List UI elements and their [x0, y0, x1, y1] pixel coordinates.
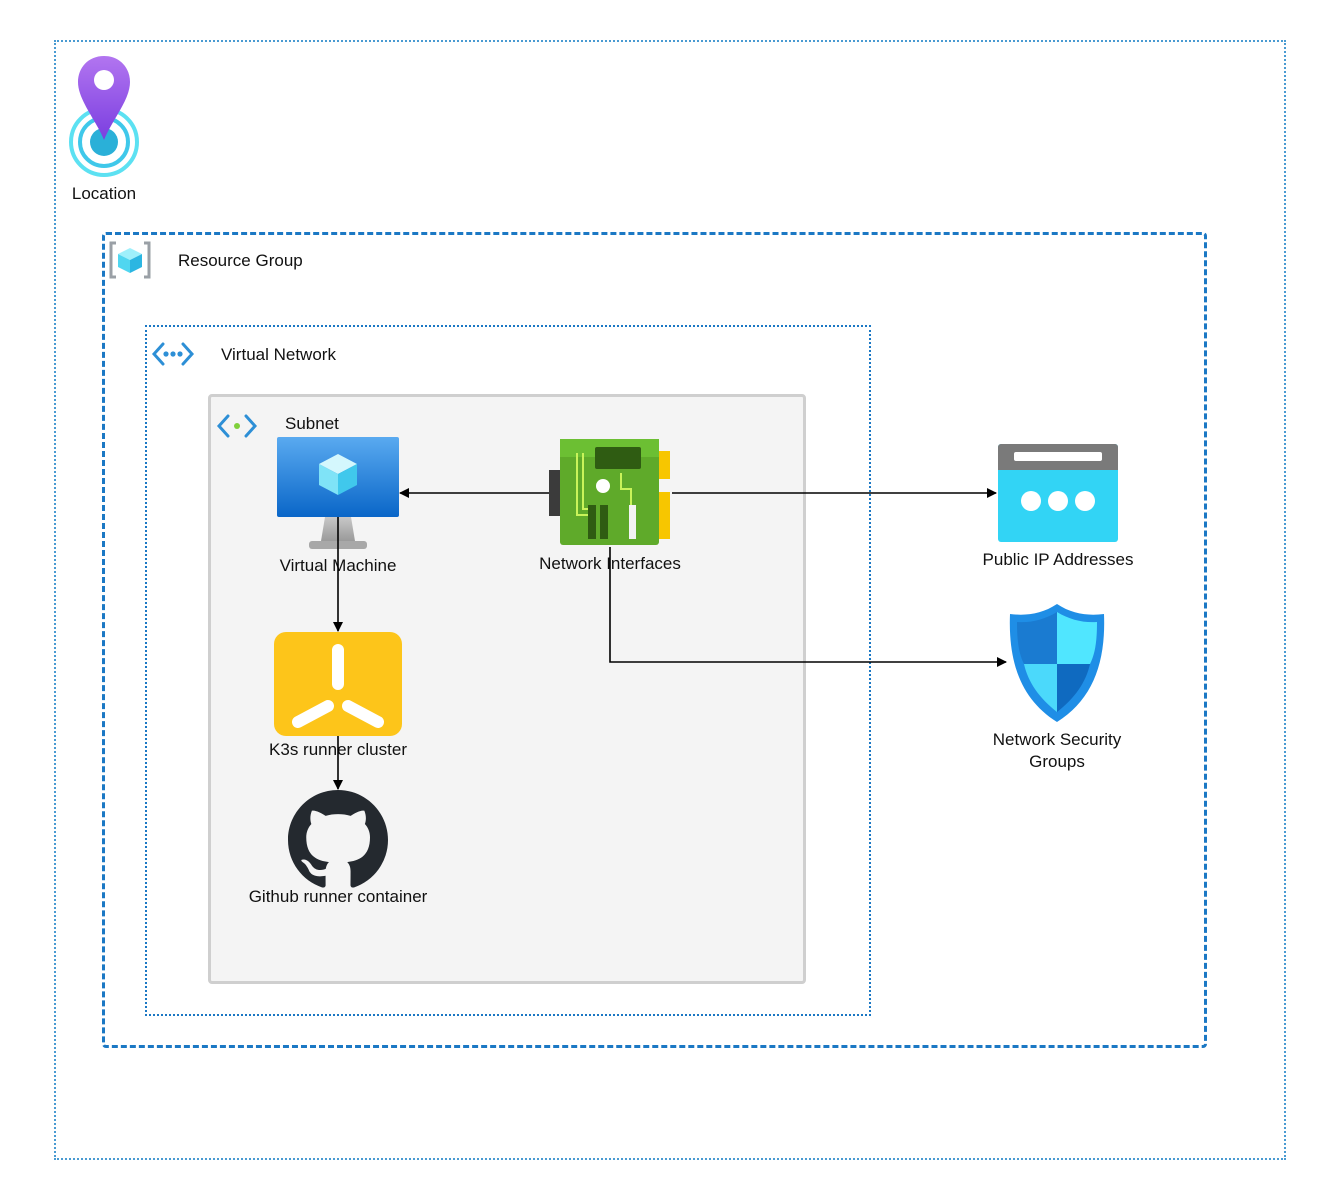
virtual-network-label: Virtual Network [221, 345, 336, 364]
location-container [54, 40, 1286, 1160]
virtual-machine-monitor-icon [277, 437, 399, 549]
resource-group-label: Resource Group [178, 251, 303, 270]
nsg-label: Network Security Groups [992, 730, 1122, 771]
github-octocat-icon [288, 790, 388, 888]
edge-nic-to-nsg [609, 547, 1007, 667]
location-pin-icon [69, 56, 139, 177]
resource-group-container [102, 232, 1207, 1048]
subnet-label: Subnet [285, 414, 339, 433]
shield-icon [1009, 604, 1105, 722]
k3s-icon [274, 632, 402, 736]
github-container-label: Github runner container [248, 887, 428, 906]
public-ip-label: Public IP Addresses [982, 550, 1134, 569]
virtual-network-icon [151, 342, 195, 366]
public-ip-icon [998, 444, 1118, 542]
location-label: Location [71, 184, 137, 203]
subnet-icon [216, 414, 258, 438]
virtual-network-container [145, 325, 871, 1016]
resource-group-cube-icon [109, 241, 151, 279]
network-interface-card-icon [549, 439, 670, 545]
